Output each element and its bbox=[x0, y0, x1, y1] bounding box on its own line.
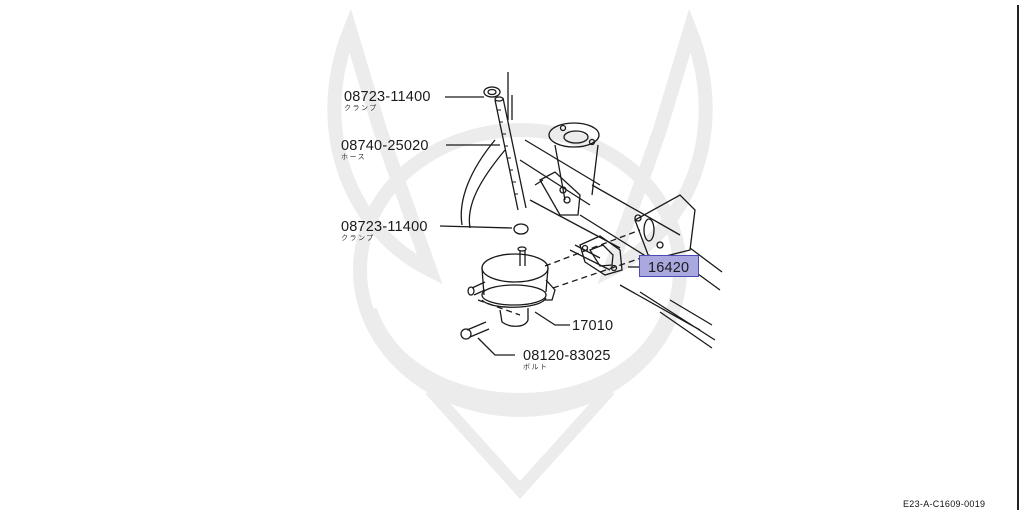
callout-clamp-upper[interactable]: 08723-11400 クランプ bbox=[344, 89, 431, 113]
part-number: 16420 bbox=[648, 260, 690, 276]
part-number: 08120-83025 bbox=[523, 348, 611, 364]
callout-bolt[interactable]: 08120-83025 ボルト bbox=[523, 348, 611, 372]
callout-hose[interactable]: 08740-25020 ホース bbox=[341, 138, 429, 162]
callout-fuel-pump[interactable]: 17010 bbox=[572, 318, 613, 334]
callout-clamp-lower[interactable]: 08723-11400 クランプ bbox=[341, 219, 428, 243]
part-number: 08723-11400 bbox=[344, 89, 431, 105]
part-number: 08740-25020 bbox=[341, 138, 429, 154]
part-name-jp: ボルト bbox=[523, 364, 549, 371]
page-border bbox=[1017, 5, 1019, 510]
part-name-jp: クランプ bbox=[344, 105, 378, 112]
figure-id: E23-A-C1609-0019 bbox=[903, 499, 986, 509]
part-number: 08723-11400 bbox=[341, 219, 428, 235]
part-name-jp: ホース bbox=[341, 154, 367, 161]
callout-gasket-highlighted[interactable]: 16420 bbox=[639, 255, 699, 277]
part-name-jp: クランプ bbox=[341, 235, 375, 242]
part-number: 17010 bbox=[572, 318, 614, 334]
